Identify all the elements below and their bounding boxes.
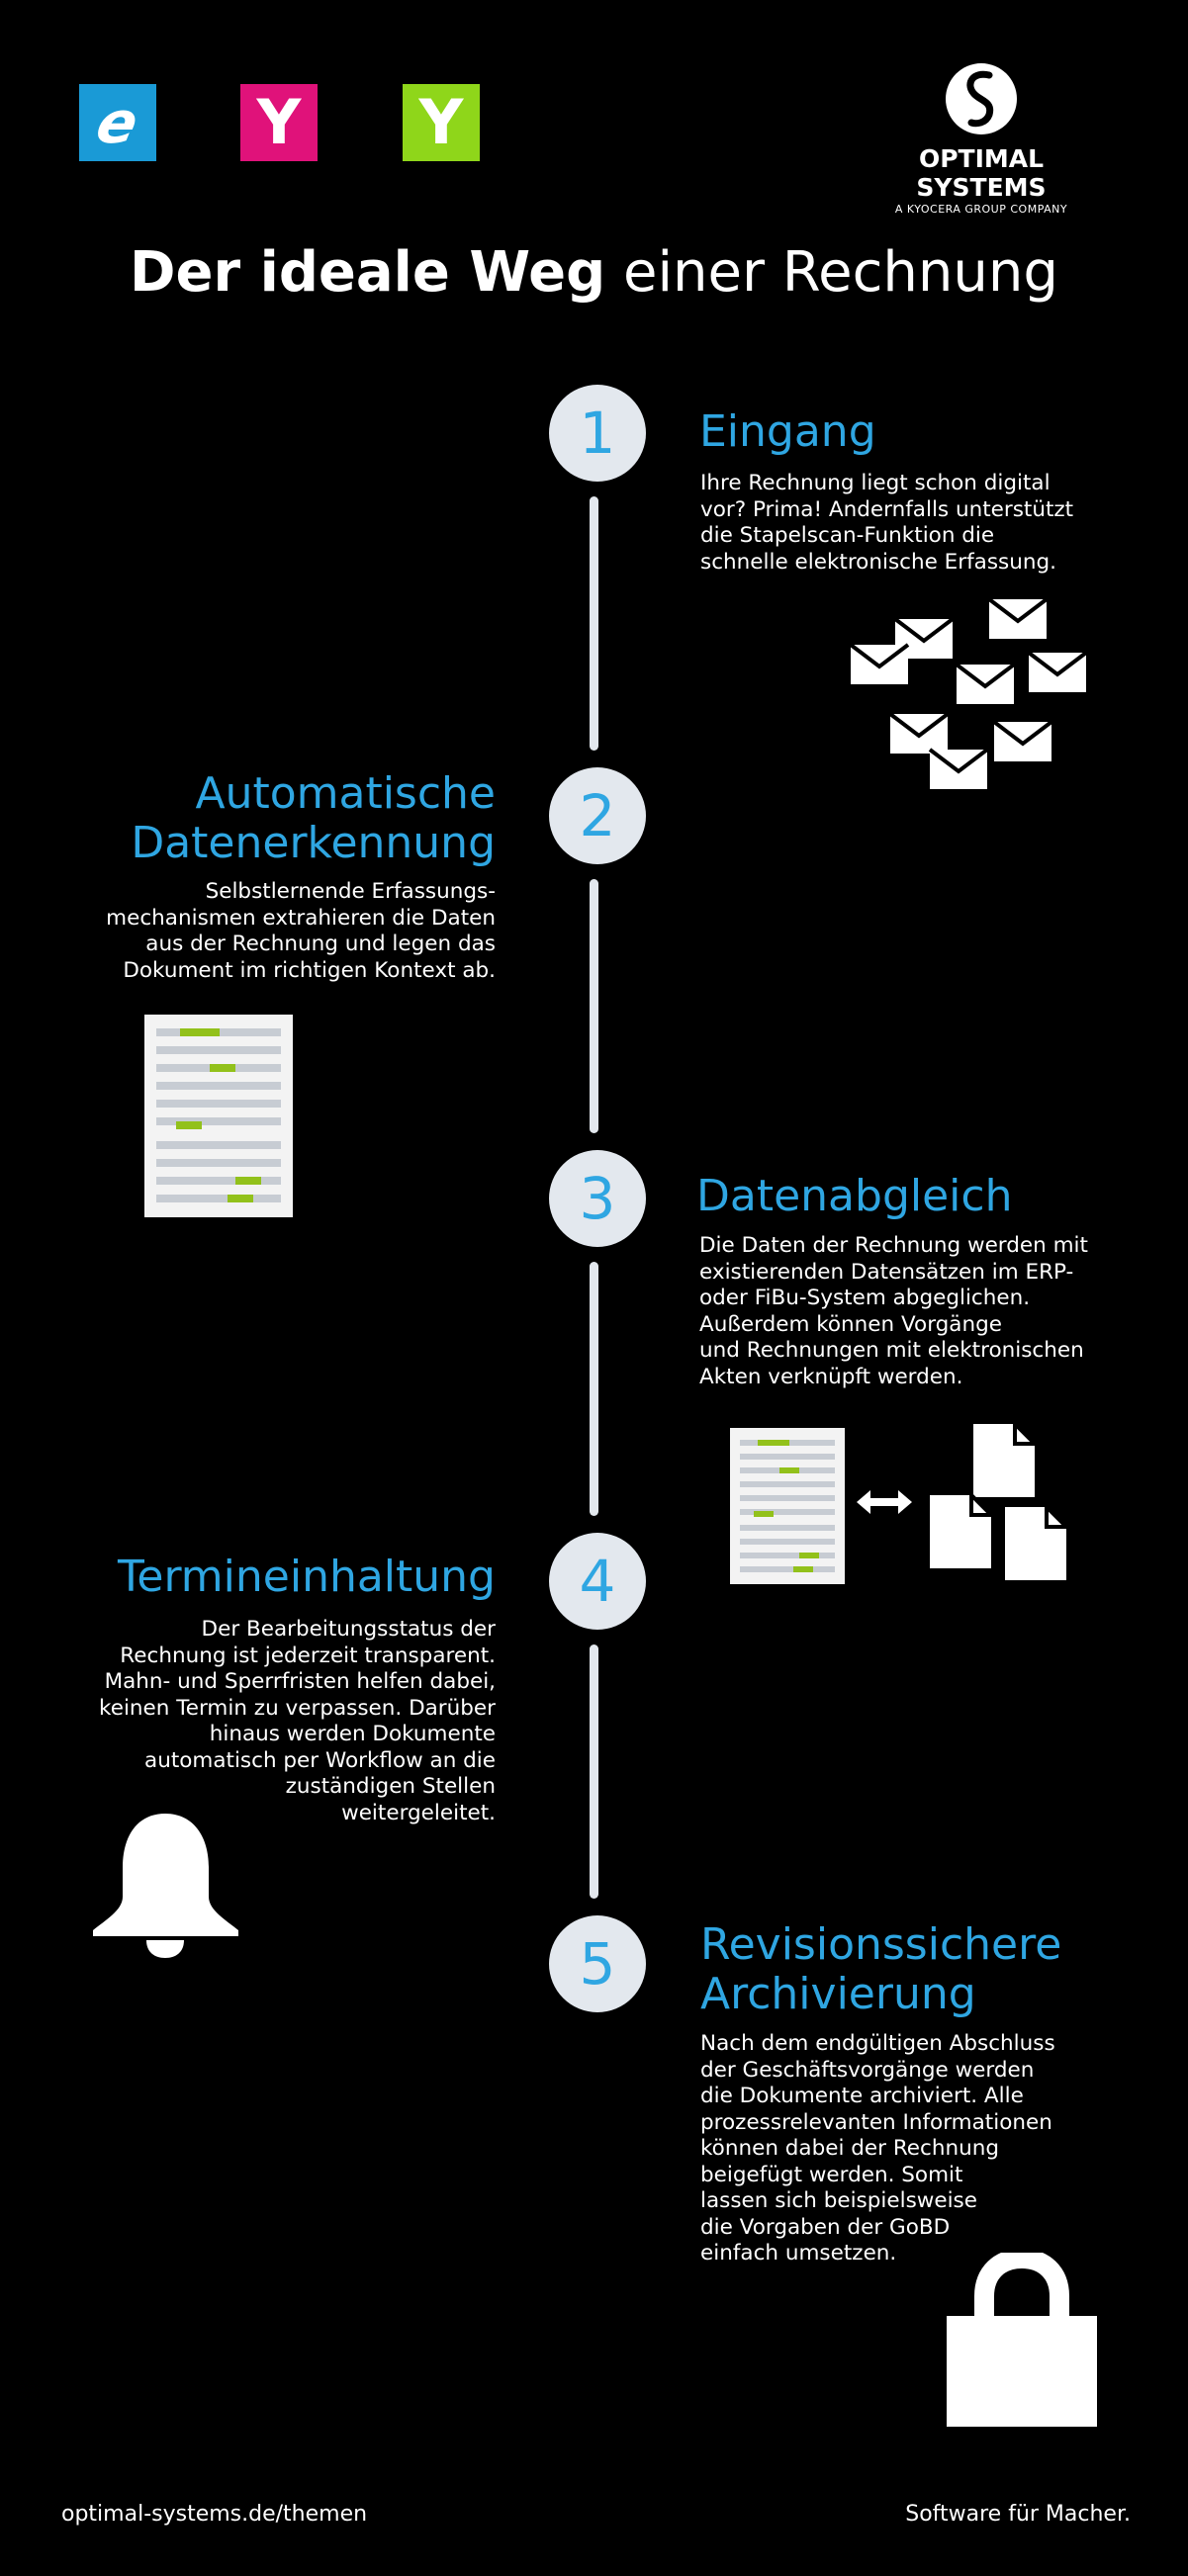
step-5-desc-line: beigefügt werden. Somit xyxy=(700,2162,963,2187)
timeline-segment-3 xyxy=(590,1262,598,1516)
logo-green: Y xyxy=(403,84,480,161)
step-number-2: 2 xyxy=(549,767,646,864)
bell-icon xyxy=(93,1814,238,1958)
timeline-segment-1 xyxy=(590,496,598,751)
title-regular: einer Rechnung xyxy=(623,240,1058,305)
footer-slogan: Software für Macher. xyxy=(905,2502,1131,2527)
brand-symbol-icon xyxy=(946,63,1017,134)
step-3-desc-line: oder FiBu-System abgeglichen. xyxy=(699,1286,1031,1310)
step-5-desc-line: prozessrelevanten Informationen xyxy=(700,2109,1052,2135)
document-compare-icon xyxy=(730,1424,1086,1592)
step-2-description: Selbstlernende Erfassungs- mechanismen e… xyxy=(106,879,496,984)
step-4-desc-line: zuständigen Stellen xyxy=(285,1774,496,1799)
step-5-heading-line: Archivierung xyxy=(700,1969,976,2019)
step-4-desc-line: Mahn- und Sperrfristen helfen dabei, xyxy=(104,1669,496,1694)
step-5-desc-line: Nach dem endgültigen Abschluss xyxy=(700,2031,1055,2056)
title-bold: Der ideale Weg xyxy=(130,240,606,305)
step-3-heading-line: Datenabgleich xyxy=(696,1171,1013,1221)
step-2-desc-line: Dokument im richtigen Kontext ab. xyxy=(123,957,496,983)
step-5-description: Nach dem endgültigen Abschluss der Gesch… xyxy=(700,2031,1055,2267)
step-4-desc-line: Rechnung ist jederzeit transparent. xyxy=(120,1643,496,1668)
step-1-description: Ihre Rechnung liegt schon digital vor? P… xyxy=(700,471,1073,576)
step-4-desc-line: weitergeleitet. xyxy=(341,1800,496,1825)
step-5-heading: Revisionssichere Archivierung xyxy=(700,1920,1061,2019)
brand-subtitle: A KYOCERA GROUP COMPANY xyxy=(894,203,1068,216)
step-4-heading: Termineinhaltung xyxy=(118,1553,496,1602)
step-5-desc-line: der Geschäftsvorgänge werden xyxy=(700,2057,1035,2083)
step-1-desc-line: schnelle elektronische Erfassung. xyxy=(700,549,1056,575)
step-5-heading-line: Revisionssichere xyxy=(700,1919,1062,1970)
logo-green-glyph: Y xyxy=(418,86,464,158)
step-5-desc-line: die Vorgaben der GoBD xyxy=(700,2214,951,2240)
step-3-desc-line: Akten verknüpft werden. xyxy=(699,1364,963,1389)
step-4-description: Der Bearbeitungsstatus der Rechnung ist … xyxy=(99,1617,496,1826)
step-4-desc-line: hinaus werden Dokumente xyxy=(209,1722,496,1746)
step-4-heading-line: Termineinhaltung xyxy=(118,1552,496,1602)
step-number-5: 5 xyxy=(549,1915,646,2012)
step-2-desc-line: aus der Rechnung und legen das xyxy=(145,932,496,956)
lock-icon xyxy=(947,2253,1097,2427)
step-1-desc-line: Ihre Rechnung liegt schon digital xyxy=(700,471,1051,495)
step-1-desc-line: die Stapelscan-Funktion die xyxy=(700,523,995,548)
step-5-desc-line: einfach umsetzen. xyxy=(700,2241,897,2265)
page-title: Der ideale Weg einer Rechnung xyxy=(0,245,1188,301)
step-4-desc-line: Der Bearbeitungsstatus der xyxy=(201,1617,496,1642)
logo-blue-glyph: e xyxy=(91,89,144,156)
logo-magenta: Y xyxy=(240,84,318,161)
step-number-4: 4 xyxy=(549,1533,646,1630)
step-number-1: 1 xyxy=(549,385,646,482)
step-3-desc-line: existierenden Datensätzen im ERP- xyxy=(699,1259,1074,1285)
step-1-heading-line: Eingang xyxy=(699,406,876,457)
step-2-heading: Automatische Datenerkennung xyxy=(131,769,496,868)
step-5-desc-line: können dabei der Rechnung xyxy=(700,2136,1000,2161)
timeline-segment-4 xyxy=(590,1644,598,1899)
timeline-segment-2 xyxy=(590,879,598,1133)
logo-blue: e xyxy=(79,84,156,161)
step-3-desc-line: und Rechnungen mit elektronischen xyxy=(699,1338,1084,1363)
brand-logo: OPTIMAL SYSTEMS A KYOCERA GROUP COMPANY xyxy=(853,61,1110,216)
brand-name: OPTIMAL SYSTEMS xyxy=(916,144,1047,202)
step-5-desc-line: die Dokumente archiviert. Alle xyxy=(700,2084,1024,2108)
step-1-desc-line: vor? Prima! Andernfalls unterstützt xyxy=(700,496,1074,522)
step-2-desc-line: mechanismen extrahieren die Daten xyxy=(106,905,496,931)
step-number-3: 3 xyxy=(549,1150,646,1247)
document-small-icon xyxy=(730,1428,845,1584)
document-icon xyxy=(144,1015,293,1217)
step-5-desc-line: lassen sich beispielsweise xyxy=(700,2188,977,2213)
step-3-desc-line: Außerdem können Vorgänge xyxy=(699,1311,1002,1337)
envelopes-icon xyxy=(849,597,1088,791)
step-1-heading: Eingang xyxy=(699,407,876,457)
step-4-desc-line: keinen Termin zu verpassen. Darüber xyxy=(99,1695,496,1721)
double-arrow-icon xyxy=(857,1490,912,1514)
step-2-heading-line: Automatische xyxy=(195,768,496,819)
footer-url[interactable]: optimal-systems.de/themen xyxy=(61,2502,368,2527)
step-3-desc-line: Die Daten der Rechnung werden mit xyxy=(699,1233,1088,1258)
step-2-heading-line: Datenerkennung xyxy=(131,818,496,868)
step-3-description: Die Daten der Rechnung werden mit existi… xyxy=(699,1233,1088,1390)
logo-magenta-glyph: Y xyxy=(256,86,302,158)
step-2-desc-line: Selbstlernende Erfassungs- xyxy=(205,879,496,904)
files-icon xyxy=(928,1424,1068,1582)
step-4-desc-line: automatisch per Workflow an die xyxy=(144,1747,496,1773)
step-3-heading: Datenabgleich xyxy=(696,1172,1012,1221)
